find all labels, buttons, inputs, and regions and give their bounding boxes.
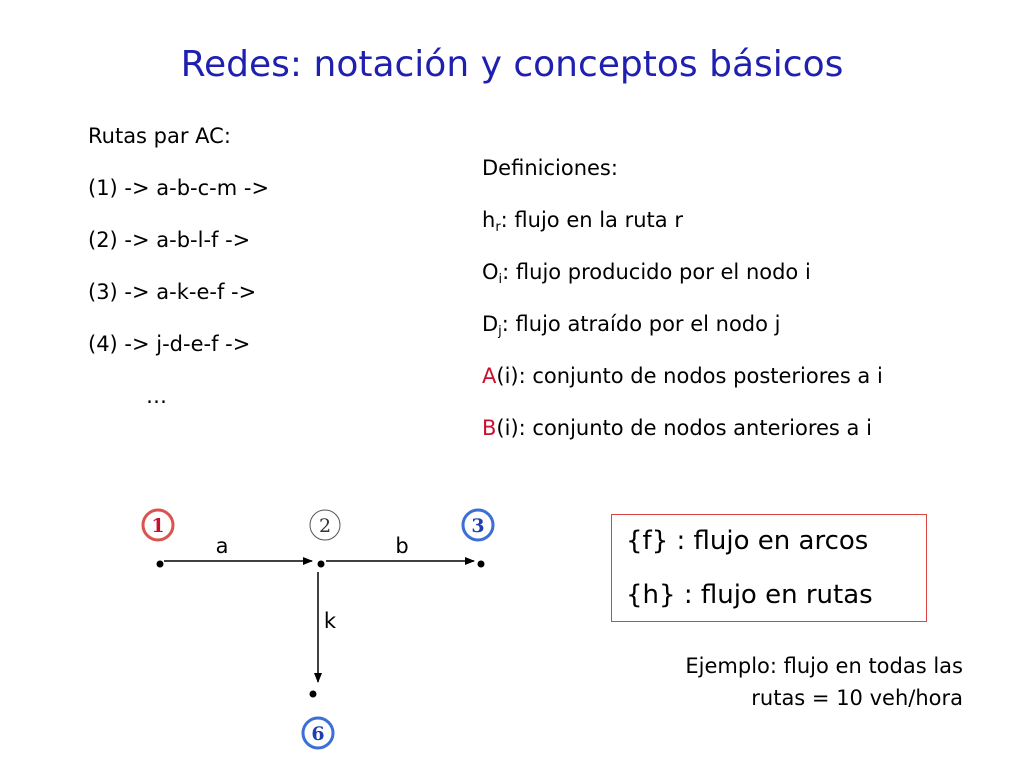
definition-text: : flujo en la ruta r (500, 208, 683, 232)
node-dot (309, 690, 317, 698)
node-circle-3 (461, 508, 495, 542)
definition-text: : flujo producido por el nodo i (502, 260, 811, 284)
node-dot (317, 560, 325, 568)
route-item: (4) -> j-d-e-f -> (88, 332, 251, 356)
definitions-list: Definiciones: hr: flujo en la ruta r Oi:… (482, 148, 883, 460)
definition-item: Dj: flujo atraído por el nodo j (482, 304, 883, 356)
definition-item: hr: flujo en la ruta r (482, 200, 883, 252)
route-item: (3) -> a-k-e-f -> (88, 280, 257, 304)
definition-text: (i): conjunto de nodos posteriores a i (496, 364, 883, 388)
node-label: 6 (311, 723, 324, 745)
definition-text: : flujo atraído por el nodo j (501, 312, 781, 336)
definition-item: A(i): conjunto de nodos posteriores a i (482, 356, 883, 408)
definition-item: Oi: flujo producido por el nodo i (482, 252, 883, 304)
node-circle-6 (301, 716, 335, 750)
definition-symbol: h (482, 208, 496, 232)
arc-label: b (395, 534, 408, 558)
route-item: (2) -> a-b-l-f -> (88, 228, 251, 252)
example-line: Ejemplo: flujo en todas las (685, 654, 963, 678)
example-text: Ejemplo: flujo en todas las rutas = 10 v… (611, 650, 963, 714)
arc-label: k (324, 609, 337, 633)
route-item: (1) -> a-b-c-m -> (88, 176, 270, 200)
definition-subscript: i (498, 272, 503, 287)
definition-symbol: B (482, 416, 497, 440)
node-label: 2 (319, 515, 331, 537)
page-title: Redes: notación y conceptos básicos (180, 44, 844, 85)
arc-flow-label: {f} : flujo en arcos (626, 526, 869, 556)
definition-text: (i): conjunto de nodos anteriores a i (496, 416, 872, 440)
definitions-heading: Definiciones: (482, 156, 618, 180)
routes-ellipsis: … (146, 384, 167, 408)
route-flow-label: {h} : flujo en rutas (626, 580, 873, 610)
node-dot (477, 560, 485, 568)
definition-subscript: r (495, 220, 501, 235)
routes-heading: Rutas par AC: (88, 124, 231, 148)
node-label: 1 (151, 515, 164, 537)
example-line: rutas = 10 veh/hora (751, 686, 963, 710)
node-label: 3 (471, 515, 484, 537)
arc-label: a (216, 534, 229, 558)
node-circle-2 (309, 509, 341, 541)
routes-list: Rutas par AC: (1) -> a-b-c-m -> (2) -> a… (88, 118, 269, 430)
definition-symbol: O (482, 260, 499, 284)
node-circle-1 (141, 508, 175, 542)
definition-symbol: A (482, 364, 497, 388)
definition-subscript: j (498, 324, 502, 339)
definition-item: B(i): conjunto de nodos anteriores a i (482, 408, 883, 460)
definition-symbol: D (482, 312, 499, 336)
node-dot (156, 560, 164, 568)
flow-notation-box: {f} : flujo en arcos {h} : flujo en ruta… (611, 514, 927, 622)
